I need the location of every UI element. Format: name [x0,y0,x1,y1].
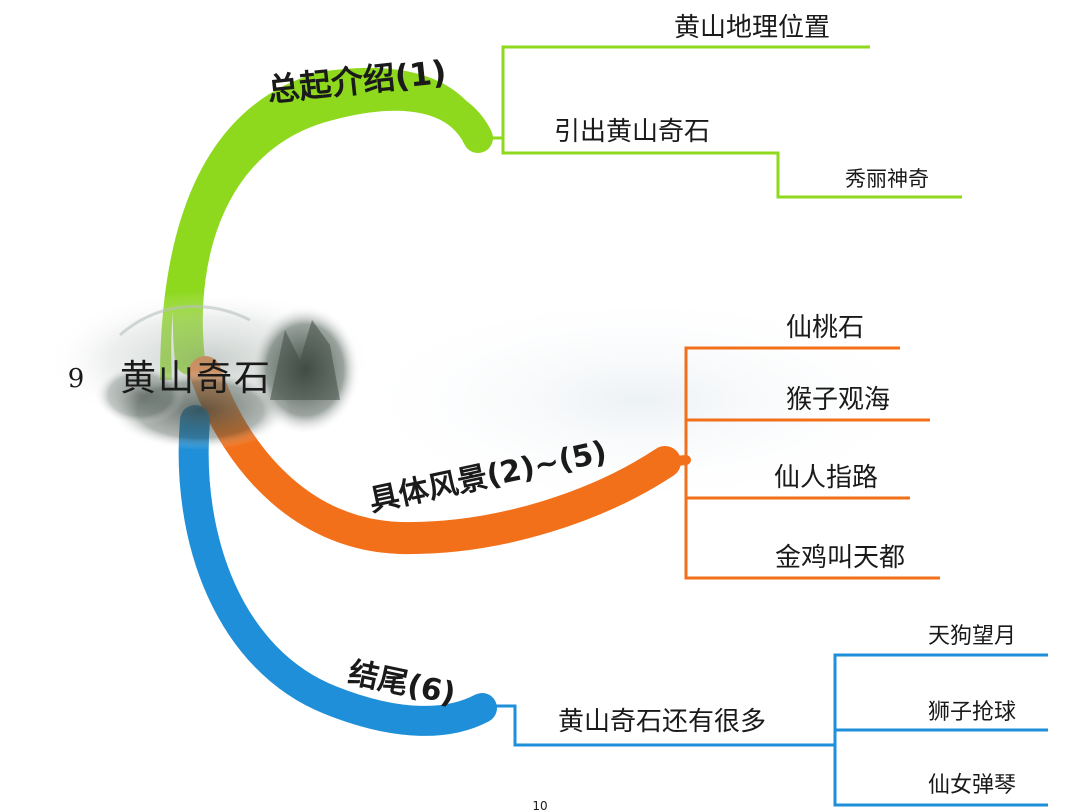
branch-ending-ribbon [178,405,497,736]
branch-intro-ribbon [172,80,493,375]
scenery-item-3: 金鸡叫天都 [775,543,905,573]
branch-intro: 总起介绍(1) 黄山地理位置 引出黄山奇石 秀丽神奇 [160,13,962,381]
branch-scenery-ribbon [189,356,681,555]
branch-scenery: 具体风景(2)~(5) 仙桃石 猴子观海 仙人指路 金鸡叫天都 [189,313,940,580]
intro-item-1: 引出黄山奇石 [554,117,710,147]
ending-sub-0: 天狗望月 [928,624,1016,649]
intro-item-0: 黄山地理位置 [674,13,830,43]
ending-sub-1: 狮子抢球 [928,700,1016,725]
intro-sub-0: 秀丽神奇 [845,167,929,191]
lesson-number: 9 [68,364,85,394]
watermark [340,290,940,510]
lesson-title: 黄山奇石 [120,358,272,399]
mountain-illustration [45,290,375,450]
ending-sub-2: 仙女弹琴 [928,773,1016,798]
branch-ending-bracket [833,653,1048,745]
scenery-item-2: 仙人指路 [774,463,878,493]
page-number: 10 [532,799,547,812]
scenery-item-0: 仙桃石 [786,313,864,343]
scenery-item-1: 猴子观海 [786,385,890,415]
branch-scenery-bracket [684,346,900,460]
ending-item-0: 黄山奇石还有很多 [558,707,766,737]
branch-intro-bracket [501,45,870,138]
